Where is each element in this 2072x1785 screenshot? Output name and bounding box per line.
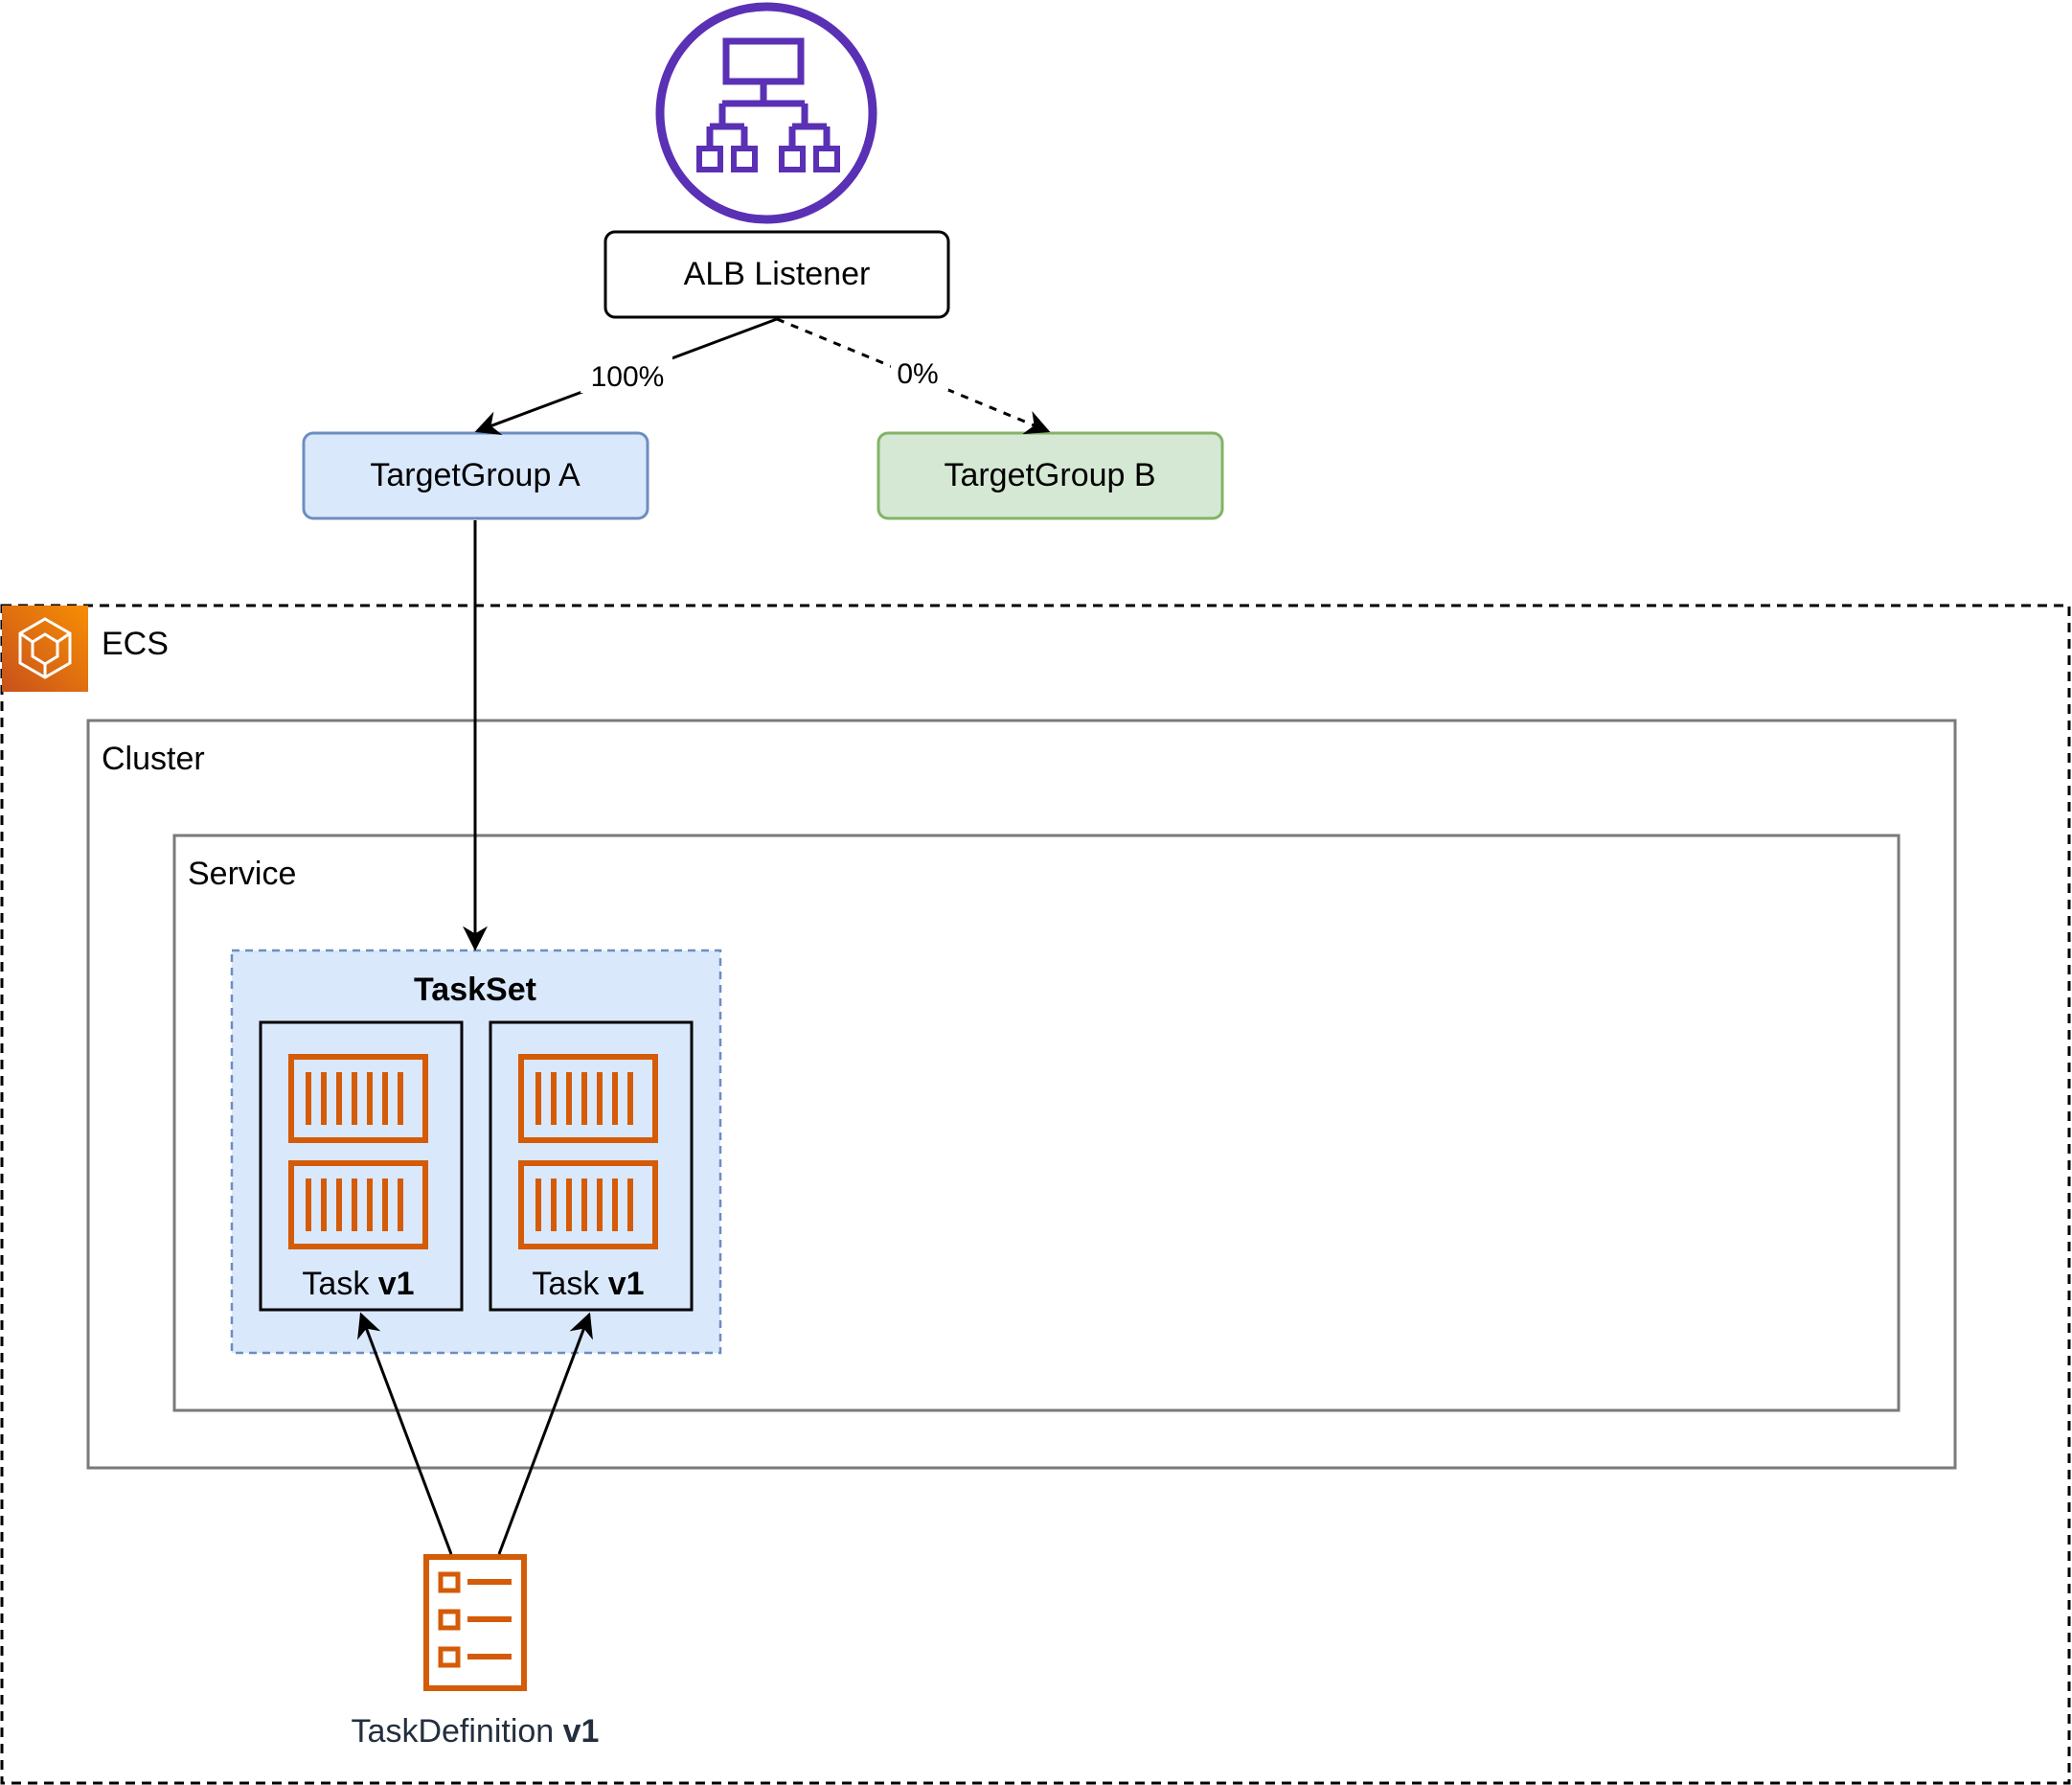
ecs-icon <box>2 606 88 692</box>
service-label: Service <box>188 856 296 892</box>
service-group <box>172 834 1901 1412</box>
ecs-group <box>0 604 2071 1785</box>
edge-label-bg <box>891 355 948 391</box>
task-definition-prefix: TaskDefinition <box>352 1713 563 1750</box>
cluster-label: Cluster <box>102 741 205 777</box>
container-icon <box>518 1160 658 1249</box>
ecs-label: ECS <box>102 626 169 662</box>
weight-label-secondary: 0% <box>897 358 938 390</box>
task-version: v1 <box>378 1266 415 1302</box>
alb-listener-box[interactable] <box>603 230 950 319</box>
cluster-group <box>86 719 1957 1470</box>
container-icon <box>288 1054 428 1143</box>
container-icon <box>288 1160 428 1249</box>
application-load-balancer-icon[interactable] <box>655 2 877 224</box>
task-box-1[interactable] <box>259 1020 464 1312</box>
task-label-prefix: Task <box>532 1266 607 1302</box>
edge-alb-to-tg-b <box>776 317 1051 435</box>
target-group-b-label: TargetGroup B <box>944 457 1155 493</box>
edge-taskdef-to-task-1 <box>357 1312 453 1555</box>
task-definition-version: v1 <box>563 1713 600 1750</box>
taskset-label: TaskSet <box>414 972 536 1008</box>
task-version: v1 <box>608 1266 645 1302</box>
weight-label-primary: 100% <box>591 361 665 393</box>
task-box-2[interactable] <box>489 1020 694 1312</box>
target-group-a-label: TargetGroup A <box>370 457 581 493</box>
task-label: Task v1 <box>532 1266 644 1302</box>
edge-taskdef-to-task-2 <box>497 1312 593 1555</box>
alb-listener-label: ALB Listener <box>684 256 871 292</box>
target-group-b[interactable] <box>877 431 1224 520</box>
container-icon <box>518 1054 658 1143</box>
task-label-prefix: Task <box>302 1266 377 1302</box>
task-label: Task v1 <box>302 1266 414 1302</box>
task-definition-label: TaskDefinition v1 <box>352 1713 600 1750</box>
edge-label-bg <box>581 356 672 393</box>
taskset-group[interactable] <box>230 949 722 1355</box>
task-definition-icon[interactable] <box>423 1554 527 1691</box>
